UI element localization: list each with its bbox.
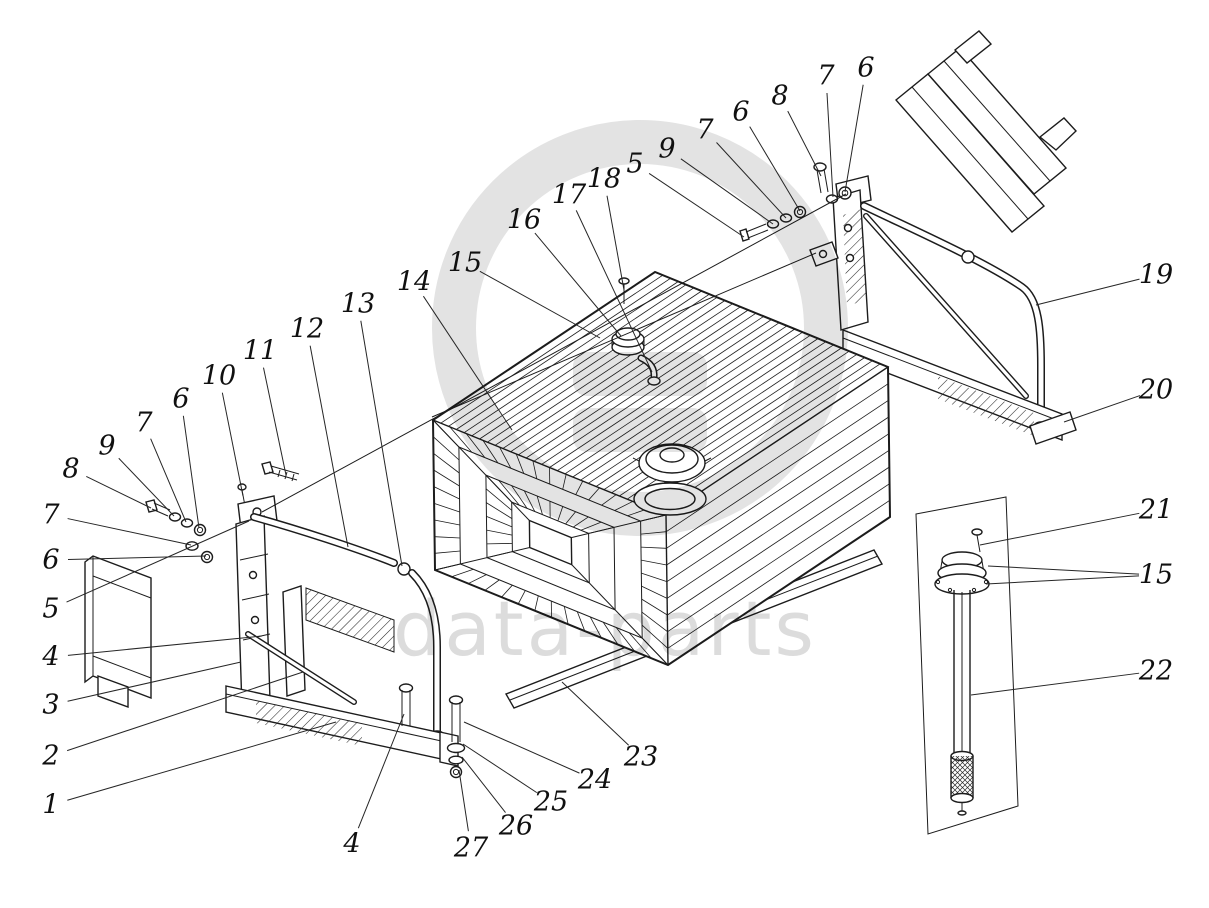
- callout-leader-lines: [66, 84, 1141, 832]
- callout-4: 4: [342, 829, 360, 860]
- callout-5: 5: [626, 149, 643, 180]
- callout-14: 14: [397, 267, 431, 298]
- flange-bolt: [618, 277, 630, 304]
- callout-5: 5: [42, 594, 59, 625]
- callout-6: 6: [172, 384, 189, 415]
- nut: [193, 523, 207, 537]
- callout-2: 2: [41, 741, 59, 772]
- fuel-level-sender: [934, 551, 990, 816]
- callout-23: 23: [623, 742, 658, 773]
- filler-cap: [611, 327, 645, 356]
- strap-turnbuckle: [961, 250, 975, 264]
- callout-15: 15: [1139, 560, 1173, 591]
- callout-6: 6: [42, 545, 59, 576]
- callout-16: 16: [507, 205, 541, 236]
- callout-7: 7: [42, 500, 60, 531]
- right-mounting-bracket: [832, 175, 1077, 445]
- washer: [168, 512, 182, 522]
- frame-rail-stub: [84, 555, 152, 709]
- callout-6: 6: [857, 53, 874, 84]
- callout-13: 13: [341, 289, 375, 320]
- sender-screw: [971, 528, 983, 553]
- watermark: data-parts: [393, 120, 848, 673]
- bolt-head: [261, 461, 274, 475]
- callout-10: 10: [202, 361, 236, 392]
- left-fastener-cluster: [145, 499, 214, 564]
- strap-turnbuckle: [397, 562, 411, 576]
- callout-3: 3: [42, 690, 59, 721]
- callout-18: 18: [587, 164, 621, 195]
- watermark-logo-bar: [573, 352, 707, 396]
- callout-27: 27: [453, 833, 489, 864]
- watermark-text: data-parts: [393, 584, 817, 673]
- callout-22: 22: [1138, 656, 1173, 687]
- callout-9: 9: [658, 134, 675, 165]
- washer: [180, 518, 194, 528]
- chassis-frame-rails: [894, 30, 1077, 233]
- callout-19: 19: [1139, 260, 1173, 291]
- callout-20: 20: [1138, 375, 1173, 406]
- callout-12: 12: [290, 314, 324, 345]
- callout-8: 8: [771, 81, 788, 112]
- callout-4: 4: [41, 642, 59, 673]
- bracket-foot: [1029, 411, 1077, 445]
- fuel-sender-panel: [915, 496, 1019, 835]
- callout-1: 1: [42, 790, 59, 821]
- callout-21: 21: [1138, 495, 1173, 526]
- left-mounting-bracket: [225, 461, 466, 779]
- long-leader-lines: [261, 193, 847, 513]
- callout-17: 17: [552, 180, 587, 211]
- nut: [200, 550, 214, 564]
- callout-15: 15: [448, 248, 482, 279]
- watermark-logo-bar: [573, 408, 707, 452]
- callout-7: 7: [135, 408, 153, 439]
- callout-24: 24: [577, 765, 612, 796]
- callout-7: 7: [696, 115, 714, 146]
- mounting-bolt-4: [398, 683, 414, 726]
- callout-8: 8: [62, 454, 79, 485]
- fastener-stack-24-27: [446, 695, 466, 779]
- watermark-logo-ring: [432, 120, 848, 536]
- callout-7: 7: [817, 61, 835, 92]
- callout-25: 25: [533, 787, 568, 818]
- callout-6: 6: [732, 97, 749, 128]
- callout-9: 9: [98, 431, 115, 462]
- callout-26: 26: [498, 811, 533, 842]
- callout-11: 11: [243, 336, 277, 367]
